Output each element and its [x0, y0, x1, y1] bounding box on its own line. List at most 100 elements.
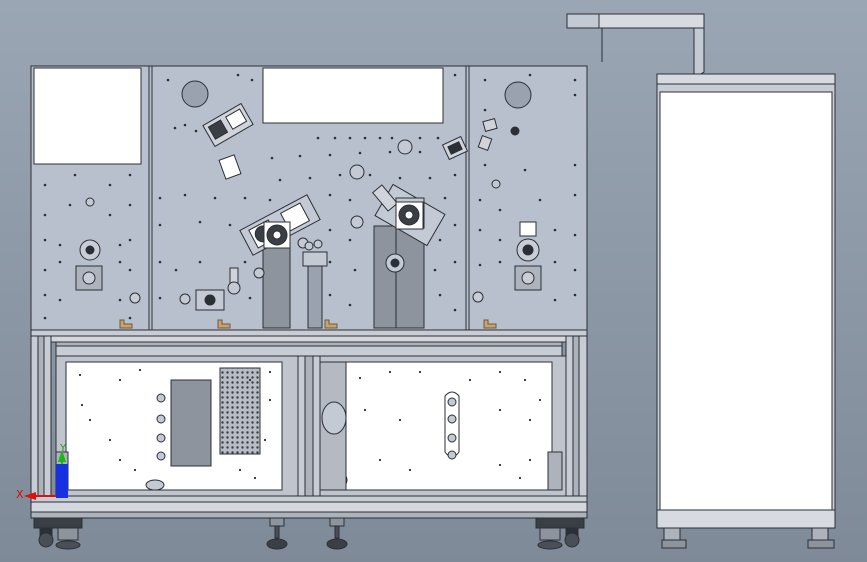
hole [248, 378, 252, 382]
overhead-bracket [566, 13, 705, 79]
coordinate-triad-icon: X Y [16, 443, 68, 501]
hole [528, 458, 532, 462]
hole [128, 268, 132, 272]
hole [573, 163, 577, 167]
hole [433, 268, 437, 272]
hole [133, 468, 137, 472]
hole [236, 73, 240, 77]
hole [183, 123, 187, 127]
hole [418, 136, 422, 140]
hole [128, 316, 132, 320]
hole [498, 208, 502, 212]
hole [263, 438, 267, 442]
hole [198, 260, 202, 264]
hole [43, 268, 47, 272]
hole [398, 418, 402, 422]
hole [398, 176, 402, 180]
hole [118, 298, 122, 302]
mounting-holes [43, 73, 577, 320]
hole [174, 268, 178, 272]
hole [158, 223, 162, 227]
bracket-tabs [119, 319, 497, 329]
hole [438, 293, 442, 297]
hole [453, 223, 457, 227]
hole [483, 163, 487, 167]
hole [248, 296, 252, 300]
top-window [262, 67, 444, 124]
sensor-bracket [179, 267, 265, 311]
hole [250, 78, 254, 82]
axis-y-label: Y [59, 443, 67, 454]
hole [68, 203, 72, 207]
hole [298, 154, 302, 158]
hole [268, 398, 272, 402]
hole [78, 373, 82, 377]
hole [453, 260, 457, 264]
hole [523, 168, 527, 172]
hole [353, 268, 357, 272]
hole [108, 213, 112, 217]
hole [453, 73, 457, 77]
hole [498, 238, 502, 242]
hole [80, 403, 84, 407]
left-lower-panel [55, 361, 283, 491]
hole [388, 150, 392, 154]
hole [58, 260, 62, 264]
hole [118, 260, 122, 264]
hole [166, 78, 170, 82]
hole [483, 108, 487, 112]
hole [268, 370, 272, 374]
right-roller-assembly [472, 221, 542, 303]
hole [498, 370, 502, 374]
hole [573, 193, 577, 197]
axis-x-label: X [16, 488, 24, 501]
hole [453, 308, 457, 312]
hole [368, 173, 372, 177]
hole [243, 196, 247, 200]
hole [108, 183, 112, 187]
hole [553, 298, 557, 302]
hole [243, 260, 247, 264]
hole [418, 150, 422, 154]
hole [328, 260, 332, 264]
hole [573, 293, 577, 297]
hole [443, 196, 447, 200]
hole [128, 173, 132, 177]
hole [173, 126, 177, 130]
hole [183, 193, 187, 197]
hole [228, 223, 232, 227]
hole [118, 458, 122, 462]
hole [528, 418, 532, 422]
hole [428, 176, 432, 180]
hole [268, 198, 272, 202]
hole [128, 203, 132, 207]
hole [194, 129, 198, 133]
hole [213, 196, 217, 200]
hole [553, 260, 557, 264]
hole [43, 293, 47, 297]
side-cabinet [656, 73, 836, 549]
hole [363, 408, 367, 412]
hole [328, 228, 332, 232]
hole [328, 193, 332, 197]
hole [43, 213, 47, 217]
hole [478, 228, 482, 232]
hole [328, 293, 332, 297]
panel-holes [78, 368, 542, 480]
hole [118, 378, 122, 382]
fan-icon [395, 201, 424, 230]
hole [478, 198, 482, 202]
fan-icon [263, 221, 291, 249]
hole [358, 151, 362, 155]
right-lower-panel [319, 361, 563, 491]
hole [238, 468, 242, 472]
hole [58, 298, 62, 302]
hole [468, 378, 472, 382]
hole [108, 438, 112, 442]
hole [453, 173, 457, 177]
hole [270, 156, 274, 160]
large-holes [85, 80, 532, 229]
hole [43, 238, 47, 242]
